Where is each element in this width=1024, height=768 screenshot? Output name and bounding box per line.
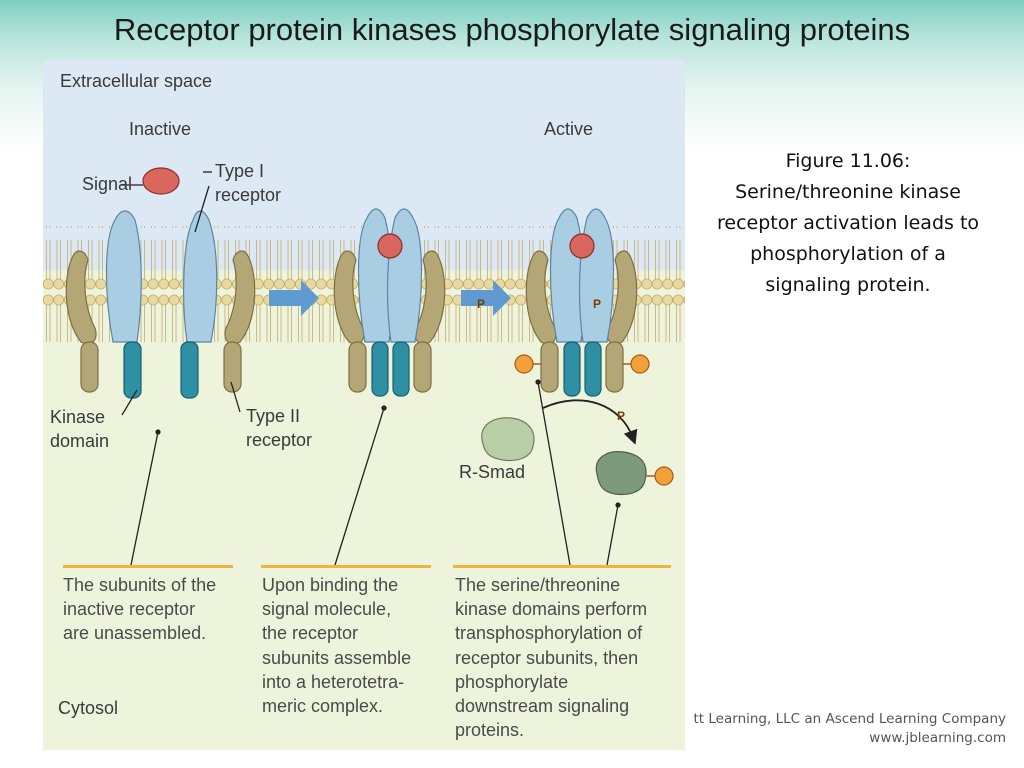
phosphorylation-arrow <box>542 399 638 445</box>
type2-receptor-right <box>224 250 256 345</box>
phosphorylated-r-smad <box>595 451 647 496</box>
kinase-domain-right <box>584 341 602 397</box>
caption-divider-3 <box>453 565 671 568</box>
slide-title: Receptor protein kinases phosphorylate s… <box>113 12 911 47</box>
assembly-arrow-2 <box>461 280 511 316</box>
publisher-url: www.jblearning.com <box>869 730 1006 746</box>
receptor-activation-figure: Extracellular space Inactive Active Sign… <box>43 60 685 750</box>
kinase-domain-label: Kinase domain <box>50 407 110 451</box>
kinase-domain-left <box>563 341 581 397</box>
caption-active: The serine/threonine kinase domains perf… <box>455 575 648 741</box>
kinase-domain-left <box>123 341 142 399</box>
type2-tail-left <box>540 341 559 393</box>
type1-receptor-right <box>578 208 615 343</box>
publisher-credit: tt Learning, LLC an Ascend Learning Comp… <box>693 711 1006 727</box>
figure-caption: Figure 11.06: Serine/threonine kinase re… <box>716 150 980 296</box>
type1-receptor-right <box>386 208 423 343</box>
bound-signal <box>569 233 595 259</box>
caption-assembled: Upon binding the signal molecule, the re… <box>262 575 412 717</box>
inactive-receptor <box>65 167 256 399</box>
phosphate-smad <box>654 466 674 486</box>
assembly-arrow-1 <box>269 280 319 316</box>
type2-tail-right <box>413 341 432 393</box>
phosphate-label-smad: P <box>616 409 625 423</box>
type2-receptor-label: Type II receptor <box>246 406 313 450</box>
caption-divider-1 <box>63 565 233 568</box>
type1-receptor-right <box>183 210 218 343</box>
inactive-label: Inactive <box>129 119 192 139</box>
type2-tail-right <box>605 341 624 393</box>
type1-receptor-label: Type I receptor <box>215 161 282 205</box>
type2-tail-left <box>80 341 99 393</box>
phosphate-left <box>514 354 534 374</box>
assembled-complex <box>333 208 446 397</box>
figure-drawing <box>43 60 685 750</box>
bound-signal <box>377 233 403 259</box>
extracellular-label: Extracellular space <box>60 71 213 91</box>
kinase-domain-left <box>371 341 389 397</box>
cytosol-label: Cytosol <box>58 698 119 718</box>
kinase-domain-right <box>180 341 199 399</box>
signal-label: Signal <box>82 174 133 194</box>
phosphate-right <box>630 354 650 374</box>
type2-receptor-left <box>65 250 97 345</box>
active-complex <box>514 208 650 397</box>
type2-tail-left <box>348 341 367 393</box>
kinase-domain-right <box>392 341 410 397</box>
r-smad-protein <box>481 417 535 462</box>
r-smad-label: R-Smad <box>459 462 526 482</box>
signal-molecule <box>142 167 180 195</box>
type2-tail-right <box>223 341 242 393</box>
leader-lines <box>121 171 619 566</box>
leader-dots <box>155 379 621 508</box>
active-label: Active <box>544 119 594 139</box>
phosphate-label-right: P <box>592 297 601 311</box>
caption-inactive: The subunits of the inactive receptor ar… <box>63 575 217 644</box>
type1-receptor-left <box>105 210 142 343</box>
caption-divider-2 <box>261 565 431 568</box>
phosphate-label-left: P <box>476 297 485 311</box>
